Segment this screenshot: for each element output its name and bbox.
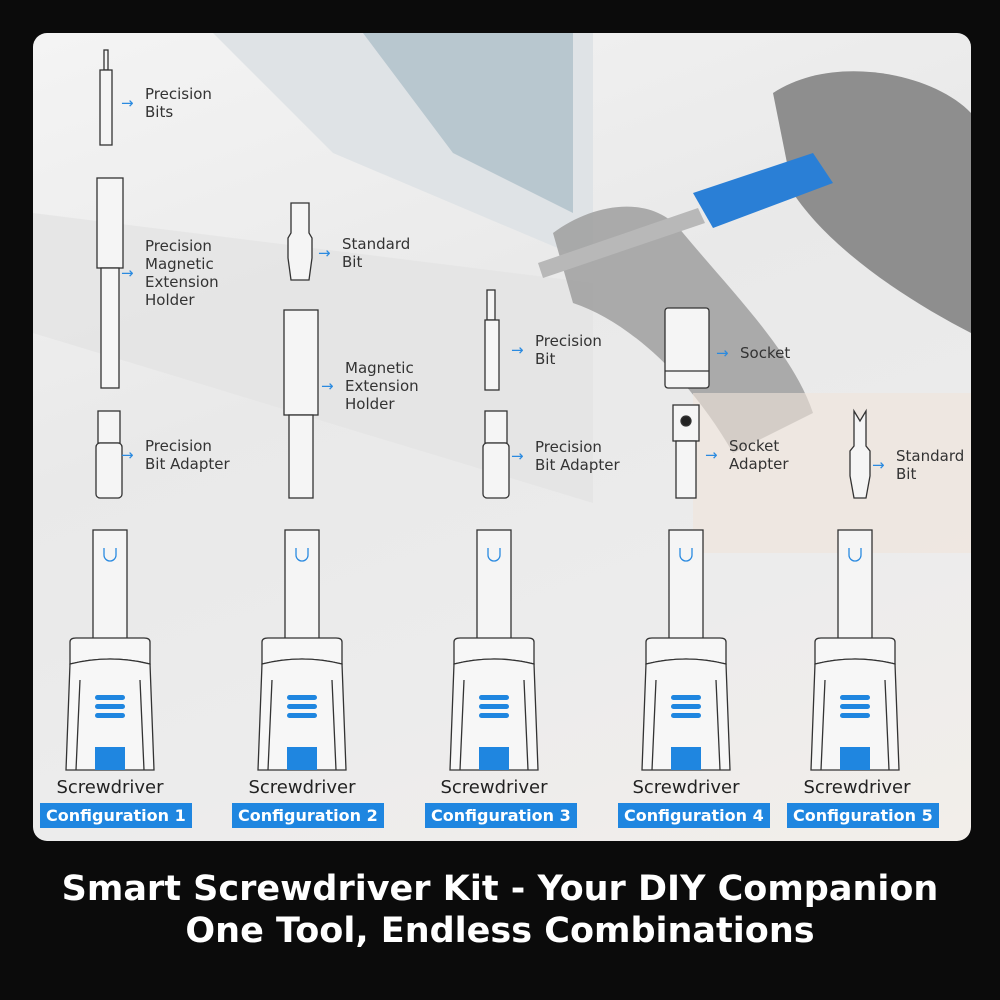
configuration-badge-3: Configuration 3 bbox=[425, 803, 577, 828]
label-line: Adapter bbox=[729, 455, 789, 473]
screwdriver-2 bbox=[257, 529, 347, 771]
label-line: Bit bbox=[896, 465, 917, 483]
label-line: Magnetic bbox=[145, 255, 214, 273]
label-line: Bit Adapter bbox=[535, 456, 620, 474]
label-line: Standard bbox=[342, 235, 411, 253]
arrow-right-icon: → bbox=[511, 447, 524, 465]
screwdriver-drawings bbox=[65, 529, 900, 771]
label-line: Bits bbox=[145, 103, 174, 121]
socket-adapter-drawing bbox=[672, 404, 700, 499]
configuration-badge-1: Configuration 1 bbox=[40, 803, 192, 828]
standard-bit-drawing-2 bbox=[849, 408, 871, 499]
headline-line-2: One Tool, Endless Combinations bbox=[185, 911, 815, 951]
screwdriver-4 bbox=[641, 529, 731, 771]
tool-drawings bbox=[65, 49, 900, 771]
label-line: Extension bbox=[145, 273, 219, 291]
label-socket: → Socket bbox=[716, 344, 791, 362]
headline-line-1: Smart Screwdriver Kit - Your DIY Compani… bbox=[61, 869, 939, 909]
ac-vent bbox=[363, 33, 573, 213]
configuration-badge-4: Configuration 4 bbox=[618, 803, 770, 828]
precision-bit-adapter-drawing-1 bbox=[95, 410, 123, 499]
precision-bit-adapter-drawing-2 bbox=[482, 410, 510, 499]
label-line: Precision bbox=[535, 332, 602, 350]
precision-bit-drawing bbox=[484, 289, 500, 391]
label-line: Precision bbox=[535, 438, 602, 456]
screwdriver-label-5: Screwdriver bbox=[803, 777, 911, 798]
label-line: Extension bbox=[345, 377, 419, 395]
label-line: Precision bbox=[145, 85, 212, 103]
screwdriver-handle-photo bbox=[693, 153, 833, 228]
label-line: Bit bbox=[535, 350, 556, 368]
screwdriver-label-1: Screwdriver bbox=[56, 777, 164, 798]
label-line: Precision bbox=[145, 437, 212, 455]
label-line: Standard bbox=[896, 447, 965, 465]
screwdriver-5 bbox=[810, 529, 900, 771]
label-line: Holder bbox=[345, 395, 395, 413]
screwdriver-shaft-photo bbox=[538, 208, 705, 278]
arrow-right-icon: → bbox=[121, 264, 134, 282]
standard-bit-drawing-1 bbox=[287, 202, 313, 281]
label-line: Precision bbox=[145, 237, 212, 255]
headline: Smart Screwdriver Kit - Your DIY Compani… bbox=[0, 868, 1000, 952]
precision-bits-drawing bbox=[99, 49, 113, 146]
gloved-hand-right bbox=[773, 71, 971, 334]
configuration-badge-2: Configuration 2 bbox=[232, 803, 384, 828]
arrow-right-icon: → bbox=[872, 456, 885, 474]
label-line: Socket bbox=[740, 344, 791, 362]
arrow-right-icon: → bbox=[318, 244, 331, 262]
label-line: Magnetic bbox=[345, 359, 414, 377]
arrow-right-icon: → bbox=[121, 446, 134, 464]
label-line: Bit Adapter bbox=[145, 455, 230, 473]
precision-extension-holder-drawing bbox=[96, 177, 124, 389]
arrow-right-icon: → bbox=[511, 341, 524, 359]
background-photo bbox=[33, 33, 971, 553]
screwdriver-label-4: Screwdriver bbox=[632, 777, 740, 798]
screwdriver-3 bbox=[449, 529, 539, 771]
label-line: Holder bbox=[145, 291, 195, 309]
arrow-right-icon: → bbox=[321, 377, 334, 395]
socket-drawing bbox=[664, 307, 710, 389]
screwdriver-label-3: Screwdriver bbox=[440, 777, 548, 798]
arrow-right-icon: → bbox=[705, 446, 718, 464]
configuration-badge-5: Configuration 5 bbox=[787, 803, 939, 828]
screwdriver-1 bbox=[65, 529, 155, 771]
label-line: Socket bbox=[729, 437, 780, 455]
wall-shadow bbox=[693, 393, 971, 553]
screwdriver-label-2: Screwdriver bbox=[248, 777, 356, 798]
arrow-right-icon: → bbox=[716, 344, 729, 362]
label-line: Bit bbox=[342, 253, 363, 271]
arrow-right-icon: → bbox=[121, 94, 134, 112]
magnetic-extension-holder-drawing bbox=[283, 309, 319, 499]
